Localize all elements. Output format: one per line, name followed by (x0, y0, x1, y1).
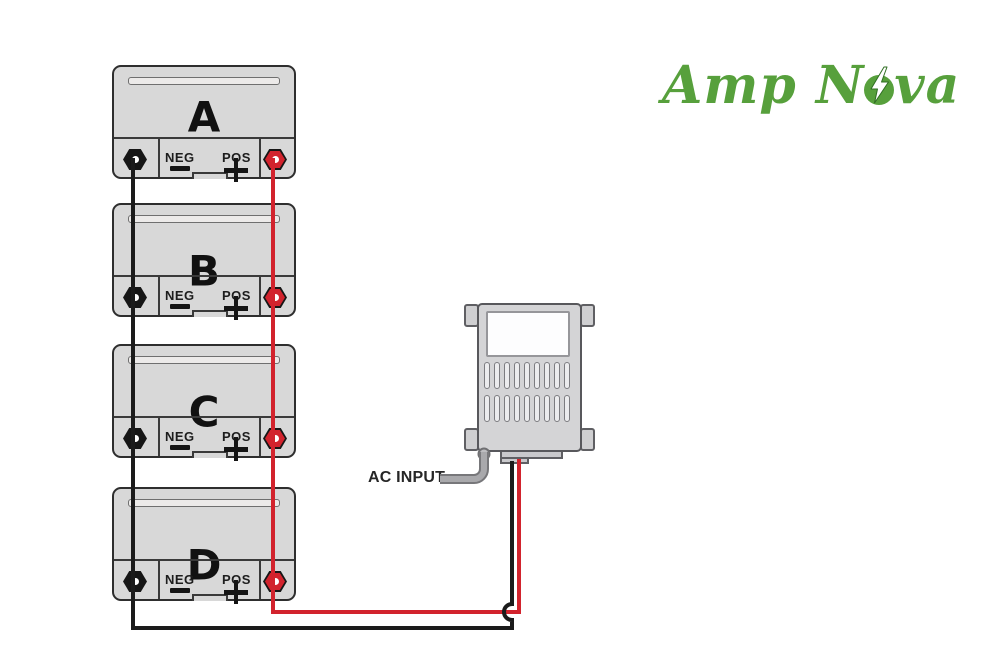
vent-slot (534, 395, 540, 422)
charger (477, 303, 582, 452)
vent-slot (524, 362, 530, 389)
battery-d: D NEG POS (112, 487, 296, 604)
neg-label: NEG (165, 429, 195, 444)
vent-slot (484, 362, 490, 389)
terminal-hole (271, 156, 279, 163)
terminal-hole (271, 435, 279, 442)
terminal-divider (114, 137, 294, 139)
vent-slot (514, 395, 520, 422)
ac-input-wire (440, 452, 487, 482)
logo-text-right: va (894, 55, 961, 116)
logo-o-lightning-icon (864, 66, 895, 105)
plus-symbol (223, 157, 249, 183)
terminal-hole (271, 578, 279, 585)
vent-slot (554, 395, 560, 422)
minus-symbol (170, 166, 190, 171)
vent-slot (504, 395, 510, 422)
vent-slot (514, 362, 520, 389)
vent-slot (484, 395, 490, 422)
positive-terminal (263, 287, 287, 308)
battery-top-slot (128, 215, 280, 223)
minus-symbol (170, 588, 190, 593)
vent-slot (504, 362, 510, 389)
battery-c: C NEG POS (112, 344, 296, 461)
positive-terminal (263, 428, 287, 449)
charger-mount-tab (580, 428, 595, 451)
ac-input-label: AC INPUT (368, 469, 446, 486)
negative-terminal (123, 149, 147, 170)
battery-a: A NEG POS (112, 65, 296, 182)
battery-top-slot (128, 499, 280, 507)
plus-symbol (223, 295, 249, 321)
terminal-hole (131, 578, 139, 585)
minus-symbol (170, 304, 190, 309)
vent-slot (544, 362, 550, 389)
neg-label: NEG (165, 572, 195, 587)
neg-label: NEG (165, 150, 195, 165)
battery-top-slot (128, 356, 280, 364)
brand-logo: Amp N va (662, 57, 960, 115)
positive-terminal (263, 149, 287, 170)
vent-slots-row (484, 395, 570, 422)
battery-b: B NEG POS (112, 203, 296, 320)
vent-slot (544, 395, 550, 422)
charger-mount-tab (580, 304, 595, 327)
terminal-hole (131, 156, 139, 163)
negative-terminal (123, 287, 147, 308)
vent-slot (494, 362, 500, 389)
terminal-hole (131, 294, 139, 301)
terminal-hole (131, 435, 139, 442)
vent-slot (534, 362, 540, 389)
plus-symbol (223, 436, 249, 462)
minus-symbol (170, 445, 190, 450)
vent-slot (564, 362, 570, 389)
negative-terminal (123, 571, 147, 592)
vent-slot (494, 395, 500, 422)
vent-slots-row (484, 362, 570, 389)
charger-label-panel (486, 311, 570, 357)
vent-slot (524, 395, 530, 422)
neg-label: NEG (165, 288, 195, 303)
ac-input-wire-outline (440, 452, 489, 484)
battery-label: A (187, 92, 221, 142)
vent-slot (554, 362, 560, 389)
positive-terminal (263, 571, 287, 592)
battery-top-slot (128, 77, 280, 85)
terminal-hole (271, 294, 279, 301)
plus-symbol (223, 579, 249, 605)
vent-slot (564, 395, 570, 422)
logo-text-left: Amp N (662, 55, 865, 116)
negative-terminal (123, 428, 147, 449)
